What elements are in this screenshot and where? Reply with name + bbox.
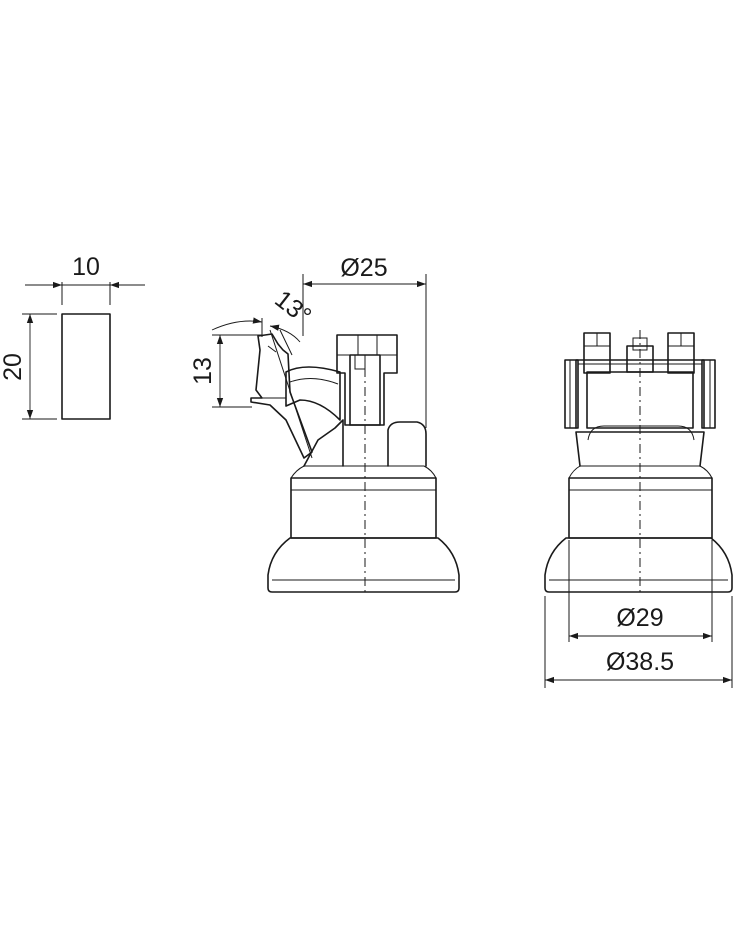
front-ear-left [564,359,579,429]
front-head [575,359,705,429]
side-body [290,477,437,539]
dim-label-height-20: 20 [0,353,27,381]
front-ear-right [701,359,716,429]
side-latch [250,333,313,459]
front-skirt [544,537,733,593]
small-block [61,313,111,420]
front-view: Ø29 Ø38.5 [544,330,733,688]
side-skirt [267,537,460,593]
side-head [336,334,398,426]
dim-label-angle-13: 13° [269,285,316,330]
small-block-view: 10 20 [0,253,145,420]
dim-label-dia-29: Ø29 [616,604,663,632]
side-view: Ø25 13 13° [189,254,460,596]
dim-label-dia-25: Ø25 [340,254,387,282]
dim-label-dia-38-5: Ø38.5 [606,648,674,676]
dim-arc-angle-13 [211,317,263,331]
side-arm [285,366,341,421]
front-body [568,477,713,539]
dim-label-height-13: 13 [189,357,217,385]
side-neck [303,419,344,467]
dim-label-width-10: 10 [72,253,100,281]
